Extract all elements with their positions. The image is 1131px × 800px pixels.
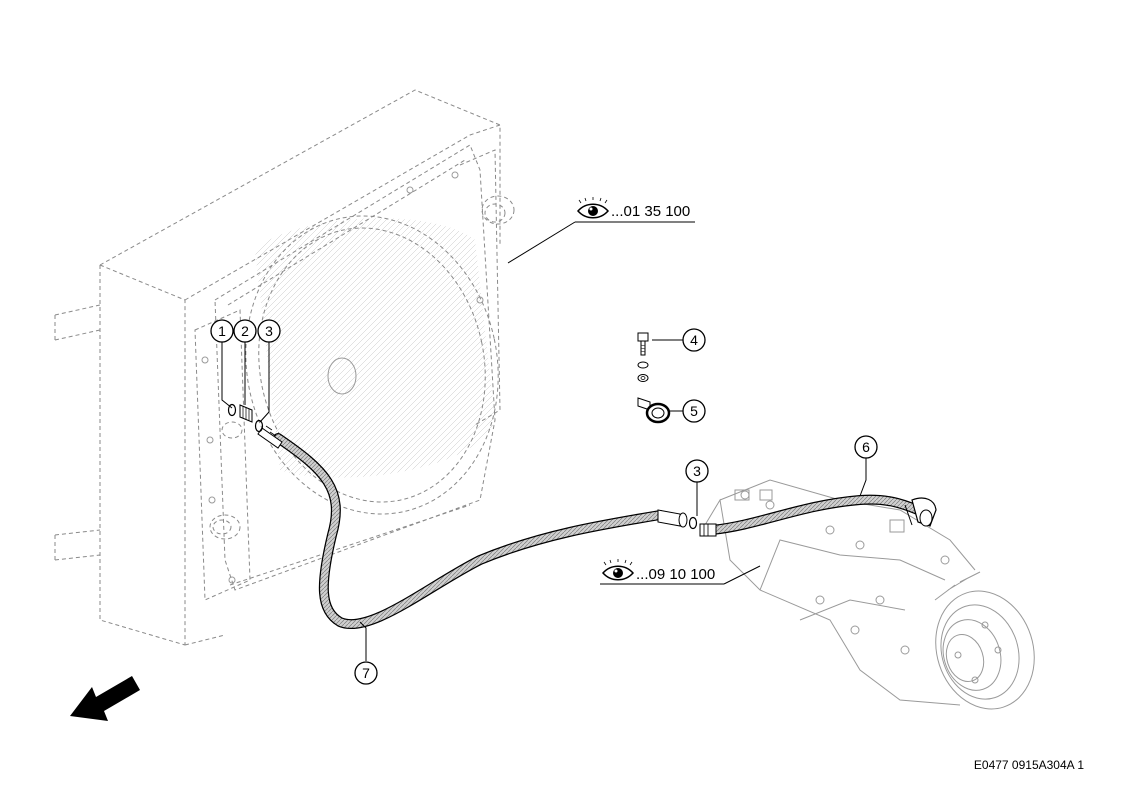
o-ring-part-1 bbox=[227, 403, 237, 417]
svg-text:...01 35 100: ...01 35 100 bbox=[611, 203, 690, 220]
o-ring-part-3-lower bbox=[688, 516, 698, 530]
bolt-part-4 bbox=[637, 332, 649, 356]
svg-text:4: 4 bbox=[690, 332, 698, 348]
callout-5: 5 bbox=[682, 399, 706, 423]
eye-icon bbox=[576, 197, 610, 219]
leader-lines bbox=[221, 221, 867, 661]
view-reference-top: ...01 35 100 bbox=[576, 197, 690, 220]
svg-text:2: 2 bbox=[241, 323, 249, 339]
clamp-part-5 bbox=[637, 397, 671, 424]
hose-7 bbox=[257, 425, 688, 629]
svg-text:...09 10 100: ...09 10 100 bbox=[636, 566, 715, 583]
front-direction-arrow-icon bbox=[70, 676, 140, 721]
drawing-code: E0477 0915A304A 1 bbox=[974, 758, 1084, 772]
svg-text:3: 3 bbox=[693, 463, 701, 479]
adapter-fitting-part-2 bbox=[239, 404, 253, 423]
radiator-outline bbox=[54, 89, 515, 646]
svg-text:6: 6 bbox=[862, 439, 870, 455]
callout-3: 3 bbox=[257, 319, 281, 343]
svg-text:5: 5 bbox=[690, 403, 698, 419]
callout-7: 7 bbox=[354, 661, 378, 685]
hose-7-fitting-right bbox=[657, 509, 688, 528]
hose-6 bbox=[699, 494, 937, 537]
view-reference-bottom: ...09 10 100 bbox=[601, 559, 715, 583]
transmission-outline bbox=[704, 479, 1035, 710]
callout-2: 2 bbox=[233, 319, 257, 343]
callout-4: 4 bbox=[682, 328, 706, 352]
o-ring-part-3-upper bbox=[254, 419, 264, 433]
callout-3-lower: 3 bbox=[685, 459, 709, 483]
eye-icon bbox=[601, 559, 635, 581]
washer-icon bbox=[637, 361, 649, 382]
callout-1: 1 bbox=[210, 319, 234, 343]
svg-text:3: 3 bbox=[265, 323, 273, 339]
callout-6: 6 bbox=[854, 435, 878, 459]
svg-text:7: 7 bbox=[362, 665, 370, 681]
hose-6-fitting-left bbox=[699, 523, 717, 537]
svg-text:1: 1 bbox=[218, 323, 226, 339]
hose-6-elbow-fitting bbox=[904, 497, 937, 527]
